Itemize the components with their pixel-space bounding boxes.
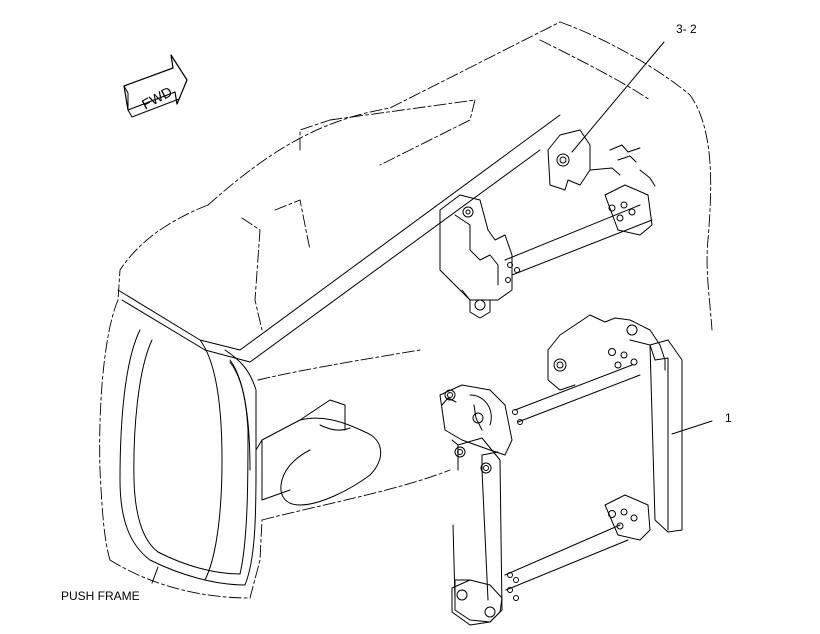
fwd-arrow: FWD [123,54,188,118]
callout-3-2: 3- 2 [676,22,697,36]
lower-frame-assembly [439,314,683,626]
upper-bracket-assembly [439,129,656,319]
push-frame [117,114,561,586]
vehicle-phantom-outline [99,21,713,599]
push-frame-label: PUSH FRAME [61,589,140,603]
leader-3-2 [571,41,665,153]
leader-lines [151,41,713,584]
callout-1: 1 [725,411,732,425]
leader-1 [671,420,713,435]
leader-push-frame [151,566,159,584]
